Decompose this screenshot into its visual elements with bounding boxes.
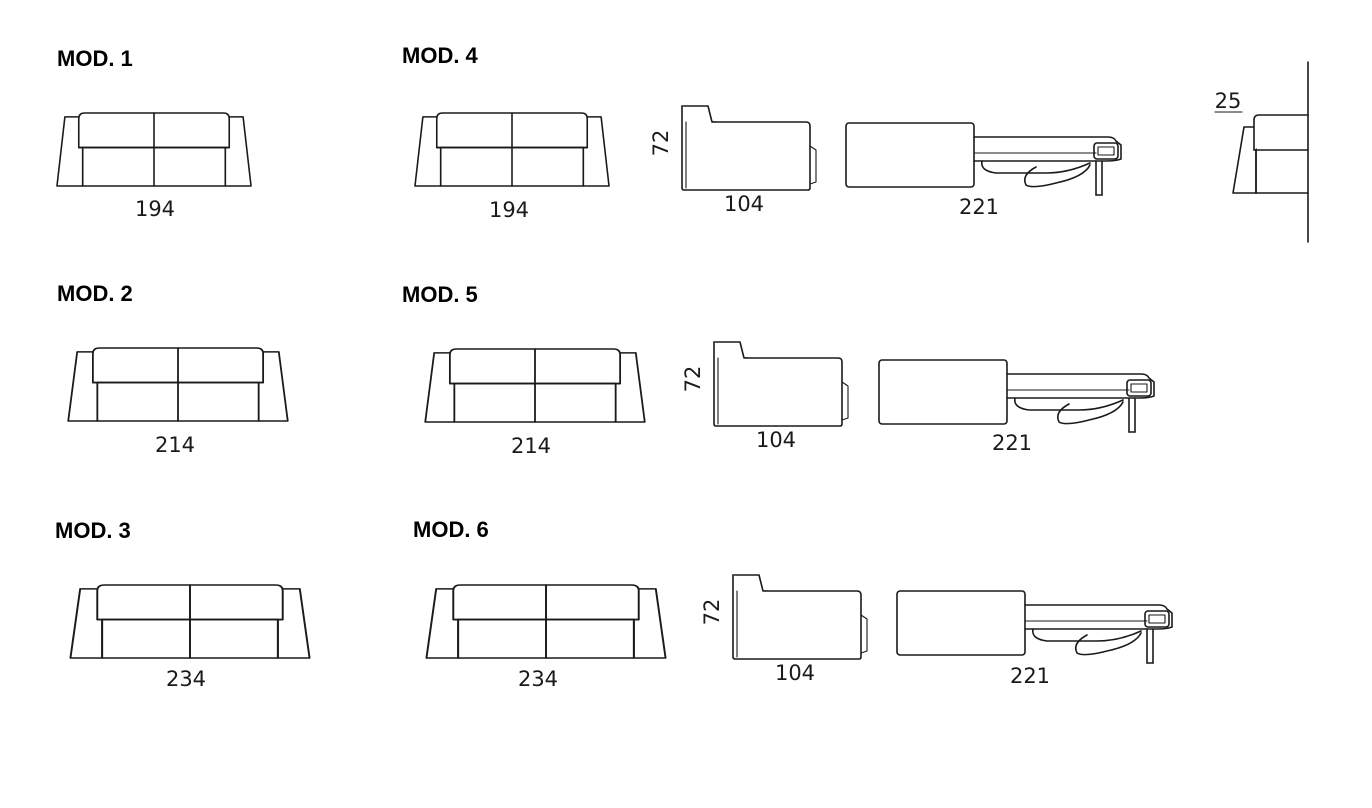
open-length-6: 221: [1010, 664, 1050, 688]
arm-detail-view: [1214, 61, 1309, 243]
sofa-side-view-6: [732, 574, 868, 660]
sofa-side-view-5: [713, 341, 849, 427]
sofa-front-view-3: [69, 584, 311, 659]
front-width-4: 194: [489, 198, 529, 222]
model-label-6: MOD. 6: [413, 517, 489, 542]
front-width-3: 234: [166, 667, 206, 691]
sofa-bed-open-view-5: [878, 359, 1155, 433]
sofa-front-view-6: [425, 584, 667, 659]
model-label-1: MOD. 1: [57, 46, 133, 71]
sofa-side-view-4: [681, 105, 817, 191]
depth-5: 104: [756, 428, 796, 452]
arm-width-dimension: 25: [1215, 89, 1242, 113]
sofa-front-view-5: [424, 348, 646, 423]
model-label-5: MOD. 5: [402, 282, 478, 307]
front-width-1: 194: [135, 197, 175, 221]
model-label-2: MOD. 2: [57, 281, 133, 306]
front-width-6: 234: [518, 667, 558, 691]
sofa-front-view-4: [414, 112, 610, 187]
height-5: 72: [681, 366, 705, 393]
height-4: 72: [649, 130, 673, 157]
sofa-front-view-2: [67, 347, 289, 422]
depth-4: 104: [724, 192, 764, 216]
model-label-4: MOD. 4: [402, 43, 479, 68]
front-width-2: 214: [155, 433, 195, 457]
open-length-4: 221: [959, 195, 999, 219]
sofa-bed-open-view-6: [896, 590, 1173, 664]
front-width-5: 214: [511, 434, 551, 458]
open-length-5: 221: [992, 431, 1032, 455]
height-6: 72: [700, 599, 724, 626]
sofa-front-view-1: [56, 112, 252, 187]
model-label-3: MOD. 3: [55, 518, 131, 543]
depth-6: 104: [775, 661, 815, 685]
sofa-bed-open-view-4: [845, 122, 1122, 196]
